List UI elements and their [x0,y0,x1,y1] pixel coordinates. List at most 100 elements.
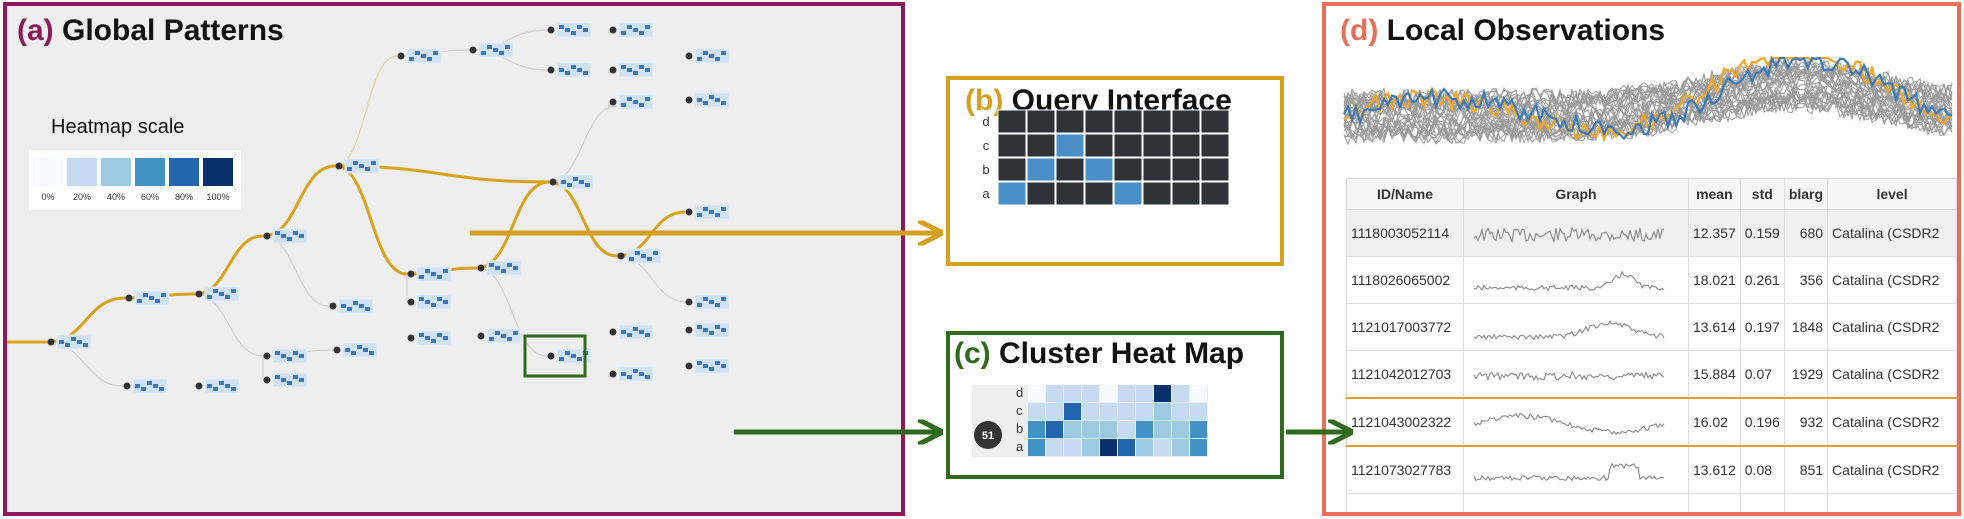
query-cell[interactable] [997,181,1027,206]
pattern-node[interactable] [47,334,92,350]
scale-swatch [67,158,97,186]
query-cell[interactable] [1171,157,1201,182]
query-cell[interactable] [1142,109,1172,134]
pattern-node[interactable] [123,378,168,394]
scale-label: 80% [174,192,193,202]
pattern-node[interactable] [397,48,442,64]
pattern-node[interactable] [609,22,654,38]
cell-std: 0.197 [1739,303,1785,351]
pattern-node[interactable] [547,62,592,78]
pattern-node[interactable] [685,204,730,220]
pattern-node[interactable] [195,286,240,302]
pattern-node[interactable] [335,158,380,174]
query-cell[interactable] [997,109,1027,134]
query-cell[interactable] [1113,157,1143,182]
pattern-node[interactable] [333,342,378,358]
col-header-id[interactable]: ID/Name [1346,178,1464,210]
query-cell[interactable] [1084,109,1114,134]
pattern-node[interactable] [407,266,452,282]
pattern-node[interactable] [125,290,170,306]
pattern-node[interactable] [407,294,452,310]
cluster-cell [1118,421,1135,438]
pattern-node[interactable] [609,94,654,110]
query-cell[interactable] [1142,157,1172,182]
pattern-node[interactable] [549,174,594,190]
pattern-node[interactable] [263,348,308,364]
cell-graph [1462,493,1689,512]
query-cell[interactable] [1113,133,1143,158]
pattern-node[interactable] [685,322,730,338]
col-header-blarg[interactable]: blarg [1783,178,1829,210]
query-cell[interactable] [997,133,1027,158]
query-cell[interactable] [1055,181,1085,206]
query-cell[interactable] [1200,109,1230,134]
cell-level: Catalina (CSDR2 [1827,493,1957,512]
query-cell[interactable] [1026,109,1056,134]
pattern-node[interactable] [547,348,592,364]
query-cell[interactable] [1084,157,1114,182]
cell-graph [1462,445,1689,494]
query-row-label: a [982,186,990,201]
query-cell[interactable] [1026,133,1056,158]
pattern-node[interactable] [195,378,240,394]
pattern-node[interactable] [609,366,654,382]
pattern-node[interactable] [685,92,730,108]
pattern-node[interactable] [469,42,514,58]
pattern-node[interactable] [407,330,452,346]
query-cell[interactable] [1171,109,1201,134]
query-cell[interactable] [1113,109,1143,134]
query-cell[interactable] [1055,133,1085,158]
query-cell[interactable] [1084,181,1114,206]
pattern-node[interactable] [609,324,654,340]
query-cell[interactable] [1200,133,1230,158]
cell-blarg: 1929 [1783,350,1829,399]
query-cell[interactable] [997,157,1027,182]
query-cell[interactable] [1200,157,1230,182]
tree-edge [476,180,550,270]
query-cell[interactable] [1142,181,1172,206]
query-cell[interactable] [1171,181,1201,206]
pattern-node[interactable] [263,228,308,244]
pattern-node[interactable] [329,298,374,314]
pattern-node[interactable] [263,372,308,388]
pattern-node[interactable] [477,328,522,344]
query-cell[interactable] [1055,109,1085,134]
pattern-node[interactable] [617,248,662,264]
col-header-std[interactable]: std [1739,178,1785,210]
query-cell[interactable] [1171,133,1201,158]
background-series [1343,82,1953,145]
pattern-node[interactable] [685,294,730,310]
cluster-cell [1046,403,1063,420]
cluster-cell [1064,439,1081,456]
col-header-level[interactable]: level [1827,178,1957,210]
query-cell[interactable] [1055,157,1085,182]
cell-graph [1462,397,1689,447]
pattern-node[interactable] [547,22,592,38]
selected-cluster-box[interactable] [523,334,587,378]
query-cell[interactable] [1026,181,1056,206]
query-cell[interactable] [1200,181,1230,206]
cell-graph [1462,303,1689,351]
row-sparkline [1473,462,1665,482]
col-header-mean[interactable]: mean [1687,178,1741,210]
pattern-node[interactable] [685,48,730,64]
pattern-node[interactable] [477,260,522,276]
panel-d-name: Local Observations [1386,14,1666,47]
col-header-graph[interactable]: Graph [1462,178,1689,210]
query-cell[interactable] [1084,133,1114,158]
query-cell[interactable] [1142,133,1172,158]
scale-swatch [101,158,131,186]
query-cell[interactable] [1113,181,1143,206]
panel-a-name: Global Patterns [62,14,284,47]
pattern-node[interactable] [609,62,654,78]
pattern-node[interactable] [685,358,730,374]
table-row[interactable]: 112108000542416.7580.0741158Catalina (CS… [1346,493,1957,512]
query-cell[interactable] [1026,157,1056,182]
